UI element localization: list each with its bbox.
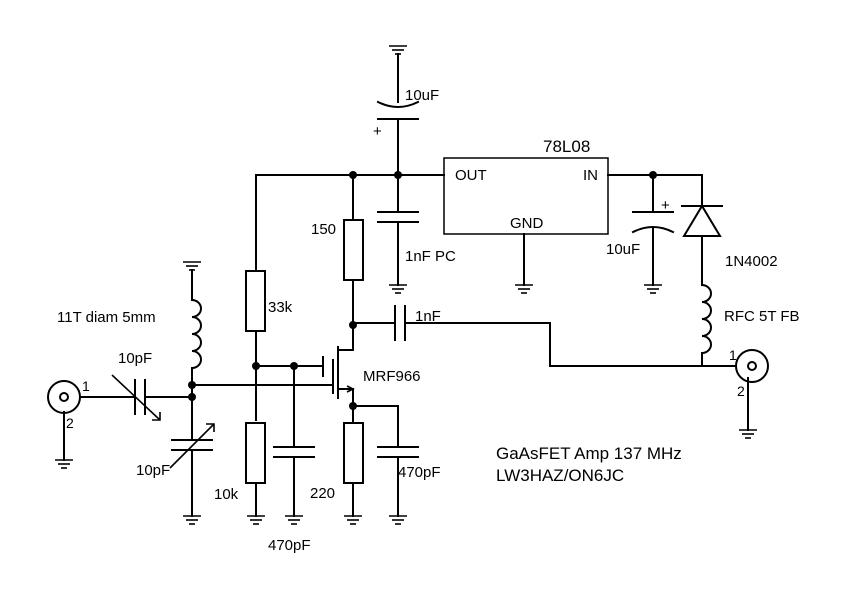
resistor-10k (245, 422, 266, 484)
transistor-mrf966 (322, 342, 355, 407)
ground-symbol-input-connector (55, 459, 73, 469)
input-connector (47, 380, 81, 461)
resistor-33k-label: 33k (268, 299, 293, 316)
inductor-rfc (700, 283, 712, 367)
cap-470pf-right-label: 470pF (398, 464, 441, 481)
cap-10uf-right-label: 10uF (606, 241, 640, 258)
diagram-title-line2: LW3HAZ/ON6JC (496, 466, 624, 485)
capacitor-10uf-right (631, 174, 675, 286)
resistor-10k-label: 10k (214, 486, 239, 503)
regulator-name: 78L08 (543, 137, 590, 156)
diode-1n4002 (681, 174, 723, 286)
ground-symbol-10k (247, 515, 265, 525)
right-connector-pin2: 2 (737, 383, 745, 399)
ground-symbol-regulator (515, 284, 533, 294)
resistor-150-label: 150 (311, 221, 336, 238)
right-connector-pin1: 1 (729, 347, 737, 363)
cap-1nf-label: 1nF (415, 308, 441, 325)
resistor-33k (245, 270, 266, 332)
cap-470pf-bottom-label: 470pF (268, 537, 311, 554)
resistor-220-label: 220 (310, 485, 335, 502)
regulator-out-pin: OUT (455, 167, 487, 184)
transistor-label: MRF966 (363, 368, 421, 385)
ground-symbol-1nf-pc (389, 284, 407, 294)
output-wire (404, 322, 736, 367)
resistor-150 (343, 219, 364, 281)
coil-top-ground-symbol (183, 261, 201, 271)
junction-gate-input (188, 381, 196, 389)
ground-symbol-220 (344, 515, 362, 525)
output-connector (735, 349, 769, 431)
inductor-11t (190, 298, 202, 441)
ground-symbol-10uf-right (644, 284, 662, 294)
coil-label: 11T diam 5mm (57, 309, 156, 326)
regulator-78l08-body (443, 157, 609, 235)
capacitor-470pf-gate (273, 365, 315, 517)
ground-symbol-470pf-gate (285, 515, 303, 525)
cap-10pf-trim-label: 10pF (136, 462, 170, 479)
cap-right-plus: + (661, 197, 670, 214)
diagram-title-line1: GaAsFET Amp 137 MHz (496, 444, 682, 463)
capacitor-1nf-pc (377, 174, 419, 286)
variable-capacitor-series (79, 374, 193, 421)
ground-symbol-trimmer (183, 515, 201, 525)
capacitor-470pf-source (377, 439, 419, 517)
ground-symbol-output-connector (739, 429, 757, 439)
rfc-label: RFC 5T FB (724, 308, 800, 325)
ground-symbol-470pf-source (389, 515, 407, 525)
regulator-gnd-pin: GND (510, 215, 544, 232)
left-connector-pin2: 2 (66, 415, 74, 431)
resistor-220 (343, 422, 364, 484)
capacitor-1nf-coupling (352, 305, 406, 341)
top-ground-symbol (389, 45, 407, 55)
cap-10uf-top-label: 10uF (405, 87, 439, 104)
left-connector-pin1: 1 (82, 378, 90, 394)
cap-top-plus: + (373, 123, 382, 140)
cap-1nf-pc-label: 1nF PC (405, 248, 456, 265)
variable-capacitor-trimmer (169, 423, 215, 517)
diode-label: 1N4002 (725, 253, 778, 270)
cap-10pf-series-label: 10pF (118, 350, 152, 367)
regulator-in-pin: IN (583, 167, 598, 184)
capacitor-10uf-top (376, 53, 420, 176)
